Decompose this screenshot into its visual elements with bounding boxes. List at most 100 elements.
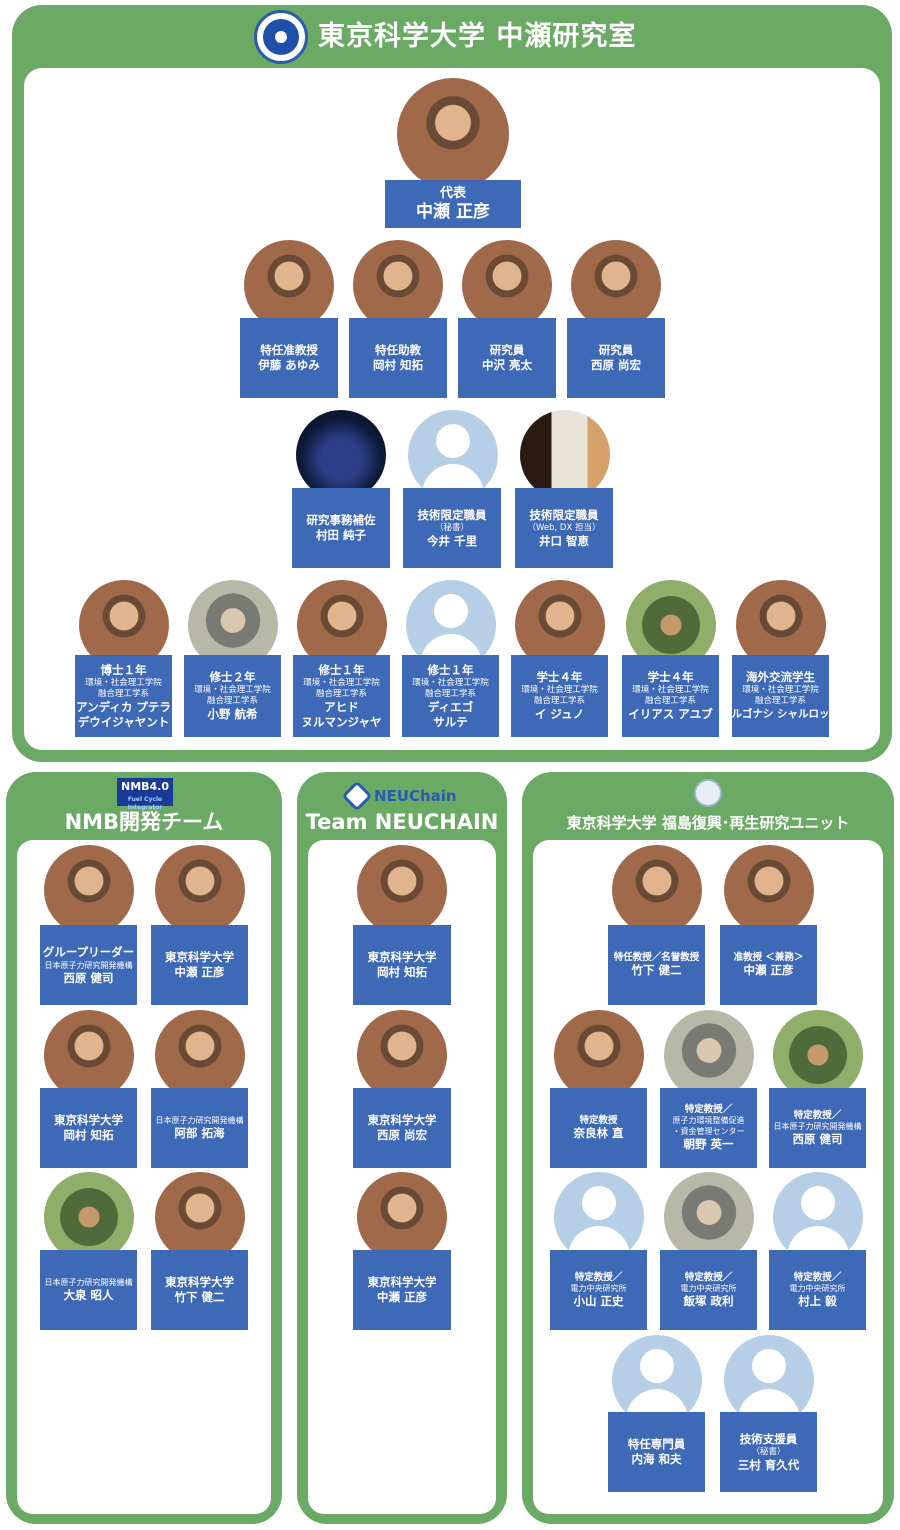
member-aff: 日本原子力研究開発機構 [44,960,133,970]
nmb-title: NMB開発チーム [64,810,224,834]
member-card: 特定教授／ 原子力環境整備促進 ・資金管理センター 朝野 英一 [660,1088,757,1168]
member-name: 中瀬 正彦 [174,965,225,979]
member-card: 修士１年 環境・社会理工学院 融合理工学系 ディエゴ サルテ [402,655,499,737]
member-school: 環境・社会理工学院 [85,677,162,688]
member-card: 特任教授／名誉教授 竹下 健二 [608,925,705,1005]
member-name: 西原 健司 [792,1131,843,1146]
member-name: 中瀬 正彦 [376,1290,427,1304]
member-role: 特任助教 [375,343,421,357]
member-name: イリアス アユブ [628,707,713,721]
avatar [44,845,134,935]
avatar [554,1010,644,1100]
member-card: 修士１年 環境・社会理工学院 融合理工学系 アヒド ヌルマンジャヤ [293,655,390,737]
member-card: 博士１年 環境・社会理工学院 融合理工学系 アンディカ プテラ デウイジャヤント [75,655,172,737]
avatar [357,1172,447,1262]
fuku-logo-icon [694,779,722,807]
avatar [155,1172,245,1262]
neu-badge-text: NEUChain [374,787,457,805]
member-note: （秘書） [751,1446,786,1457]
member-card-boss: 代表 中瀬 正彦 [385,180,521,228]
member-role: 東京科学大学 [367,950,437,964]
member-role: 博士１年 [100,662,147,677]
member-name: 中沢 亮太 [481,358,532,372]
nmb-logo: NMB4.0 Fuel Cycle Integrator [117,778,173,811]
placeholder-avatar-icon [554,1172,644,1262]
member-name: イ ジュノ [534,707,585,721]
member-aff: 日本原子力研究開発機構 [773,1121,862,1131]
neu-title: Team NEUCHAIN [305,810,499,834]
member-card: 日本原子力研究開発機構 阿部 拓海 [151,1088,248,1168]
member-role: 特定教授／ [793,1109,842,1121]
member-name: 阿部 拓海 [174,1126,225,1140]
member-role: 技術限定職員 [417,507,487,522]
member-role: 特定教授／ [684,1104,733,1115]
avatar [520,410,610,500]
member-dept: 融合理工学系 [754,696,806,706]
member-card: 学士４年 環境・社会理工学院 融合理工学系 イリアス アユブ [622,655,719,737]
member-role: 技術限定職員 [529,507,599,522]
member-name: 村田 純子 [315,528,366,542]
placeholder-avatar-icon [408,410,498,500]
avatar [571,240,661,330]
member-card: 技術限定職員 （秘書） 今井 千里 [403,488,501,568]
avatar [357,845,447,935]
member-name: オルゴナシ シャルロッテ [721,708,840,720]
member-dept: 融合理工学系 [644,696,696,706]
fuku-title: 東京科学大学 福島復興･再生研究ユニット [566,814,850,832]
member-aff: 日本原子力研究開発機構 [155,1116,244,1125]
member-role: 特定教授／ [574,1271,623,1283]
member-card: 東京科学大学 岡村 知拓 [353,925,451,1005]
avatar [664,1172,754,1262]
member-name: 三村 育久代 [737,1457,800,1472]
avatar [296,410,386,500]
member-role: 修士１年 [427,662,474,677]
member-dept: 融合理工学系 [97,688,149,699]
placeholder-avatar-icon [724,1335,814,1425]
member-aff: 電力中央研究所 [680,1283,737,1293]
member-role: 代表 [439,185,466,201]
member-role: 東京科学大学 [165,1275,234,1289]
member-card: 研究事務補佐 村田 純子 [292,488,390,568]
member-card: 特定教授／ 電力中央研究所 小山 正史 [550,1250,647,1330]
member-aff: 電力中央研究所 [570,1283,627,1293]
member-school: 環境・社会理工学院 [632,685,709,695]
member-role: 特定教授／ [793,1271,842,1283]
member-role: 技術支援員 [739,1431,798,1446]
member-name: 岡村 知拓 [372,358,423,372]
member-role: 東京科学大学 [165,950,234,964]
member-school: 環境・社会理工学院 [521,685,598,695]
member-role: 准教授 ＜兼務＞ [733,952,804,963]
member-name: 小山 正史 [573,1293,624,1308]
member-card: 特定教授 奈良林 直 [550,1088,647,1168]
member-name: アンディカ プテラ [76,699,171,714]
member-card: 准教授 ＜兼務＞ 中瀬 正彦 [720,925,817,1005]
member-role: 特任教授／名誉教授 [613,952,700,963]
member-role: 特定教授 [579,1115,618,1126]
member-card: 学士４年 環境・社会理工学院 融合理工学系 イ ジュノ [511,655,608,737]
avatar [357,1010,447,1100]
avatar [44,1172,134,1262]
member-name: サルテ [433,714,468,729]
member-name: 岡村 知拓 [63,1128,114,1142]
avatar [155,1010,245,1100]
member-role: 修士２年 [209,670,256,684]
member-dept: 融合理工学系 [533,696,585,706]
member-dept: 融合理工学系 [315,688,367,699]
nmb-badge-sub: Fuel Cycle Integrator [127,796,163,811]
member-card: 特定教授／ 電力中央研究所 飯塚 政利 [660,1250,757,1330]
member-name: 井口 智恵 [538,533,589,548]
member-card: 特定教授／ 日本原子力研究開発機構 西原 健司 [769,1088,866,1168]
nmb-badge-text: NMB4.0 [120,780,170,793]
avatar [664,1010,754,1100]
member-name: ヌルマンジャヤ [301,714,382,729]
member-name: 朝野 英一 [683,1137,734,1151]
avatar [44,1010,134,1100]
member-aff: 日本原子力研究開発機構 [44,1278,133,1287]
member-aff: 電力中央研究所 [789,1283,846,1293]
member-dept: 融合理工学系 [424,688,476,699]
member-name: 西原 尚宏 [590,358,641,372]
member-name: 今井 千里 [426,533,477,548]
member-name: 竹下 健二 [174,1290,225,1304]
member-card: 日本原子力研究開発機構 大泉 昭人 [40,1250,137,1330]
member-role: 研究事務補佐 [306,513,376,527]
